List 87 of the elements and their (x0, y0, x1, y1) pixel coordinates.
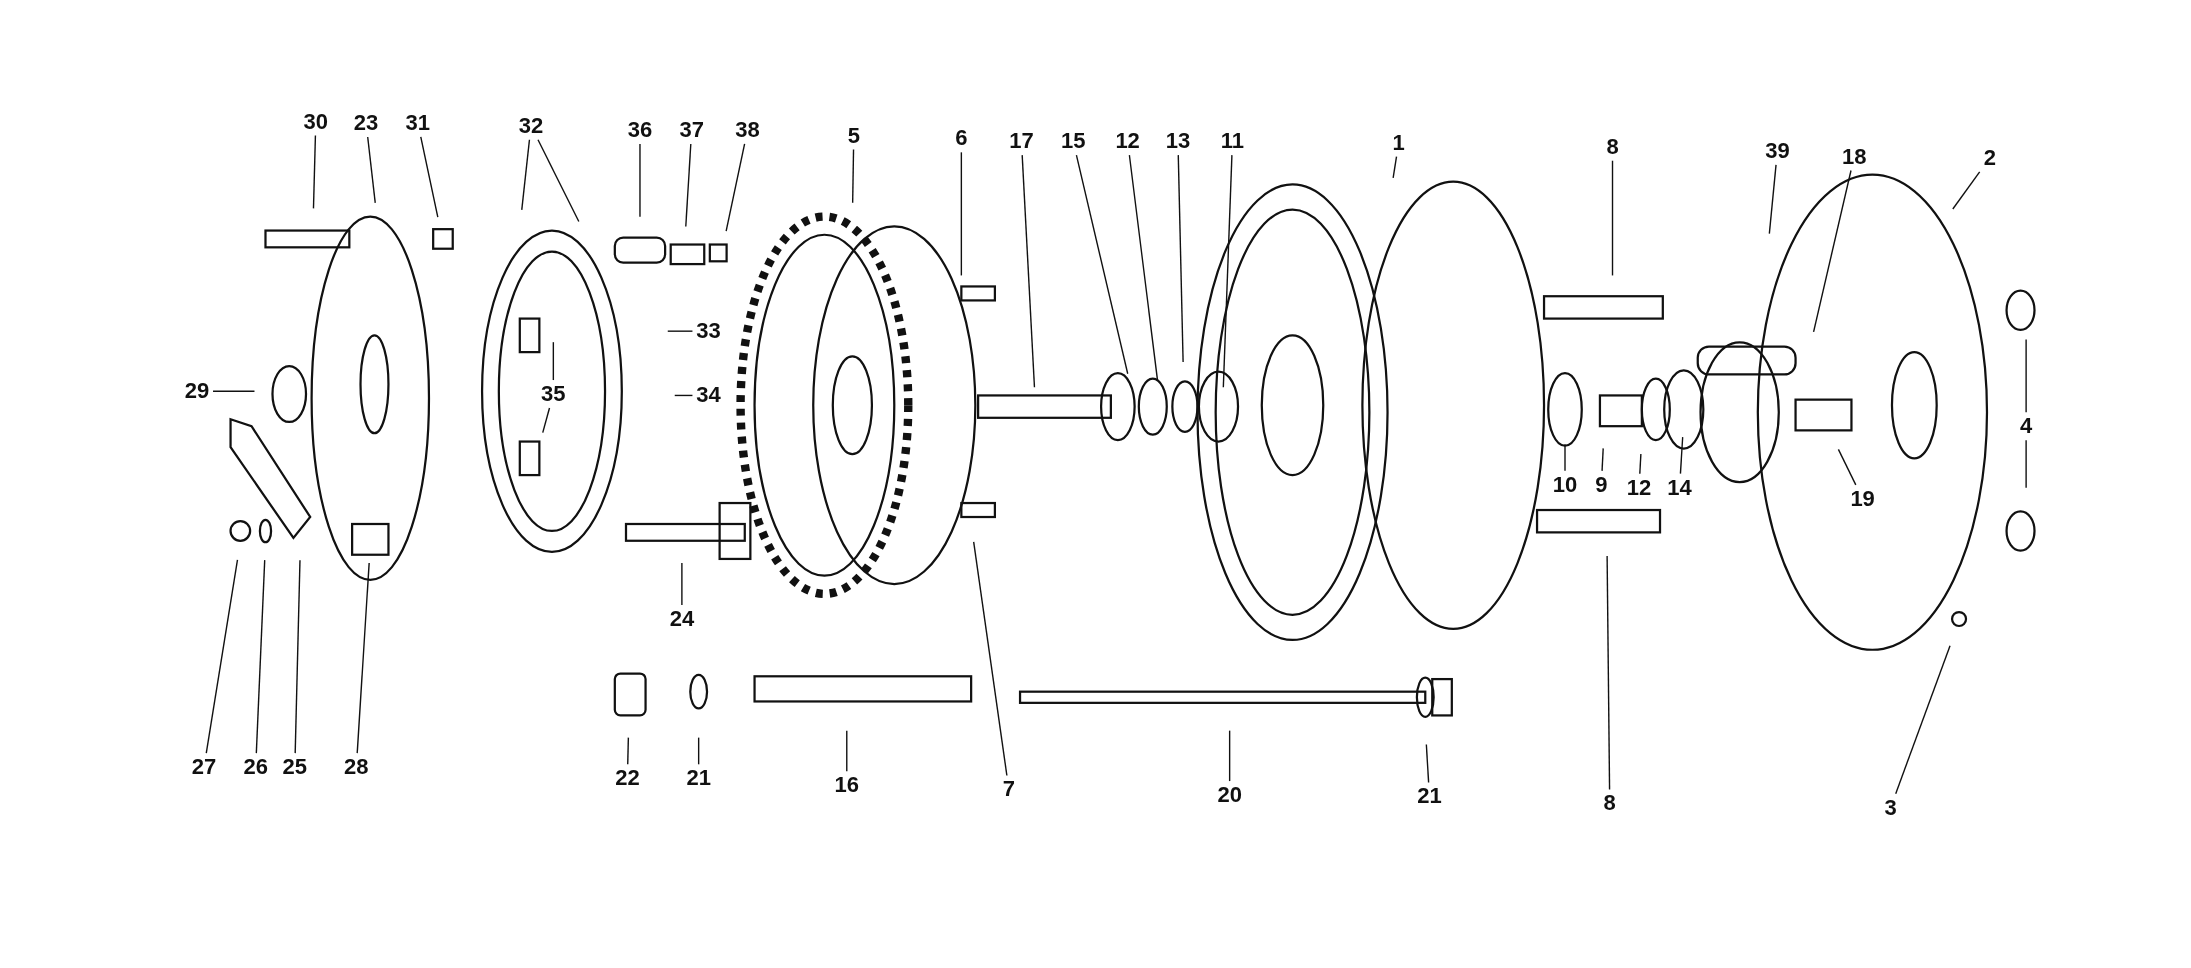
leader-line (1952, 171, 1981, 210)
leader-line (205, 559, 239, 754)
leader-line (972, 541, 1008, 777)
callout-number: 32 (518, 114, 544, 137)
callout-number: 37 (679, 118, 704, 141)
callout-number: 15 (1060, 130, 1086, 153)
leader-line (667, 330, 694, 332)
leader-line (674, 394, 694, 397)
callout-number: 8 (1606, 135, 1619, 158)
leader-line (851, 148, 855, 204)
callout-number: 5 (847, 124, 860, 147)
callout-number: 23 (353, 111, 379, 134)
callout-number: 4 (2020, 415, 2033, 438)
leader-line (681, 562, 683, 606)
leader-line (1812, 169, 1852, 333)
leader-line (2025, 439, 2027, 489)
leader-line (685, 143, 692, 228)
leader-line (212, 390, 256, 392)
callout-number: 16 (834, 774, 859, 797)
callout-number: 34 (696, 384, 721, 407)
leader-line (1128, 154, 1159, 382)
callout-number: 8 (1603, 792, 1616, 815)
callout-number: 12 (1115, 130, 1140, 153)
leader-line (1177, 154, 1184, 363)
callout-number: 9 (1595, 473, 1608, 496)
callout-number: 25 (282, 756, 308, 779)
leader-line (1021, 154, 1036, 388)
leader-line (1075, 154, 1129, 375)
leader-line (1228, 729, 1231, 782)
leader-line (542, 407, 551, 434)
callout-number: 6 (955, 127, 968, 150)
callout-number: 19 (1850, 487, 1875, 510)
leader-line (1679, 436, 1684, 475)
callout-number: 26 (243, 756, 268, 779)
callout-number: 39 (1765, 139, 1790, 162)
callout-number: 1 (1392, 131, 1405, 154)
leader-line (960, 151, 963, 277)
callout-number: 35 (541, 383, 566, 406)
leader-line (1425, 743, 1430, 784)
callout-number: 36 (627, 118, 653, 141)
callout-number: 20 (1217, 784, 1242, 807)
callout-number: 30 (303, 110, 328, 133)
leader-line (1564, 443, 1566, 472)
leader-line (356, 562, 370, 754)
leader-line (1392, 155, 1398, 179)
callout-number: 7 (1002, 778, 1015, 801)
callout-number: 38 (735, 118, 760, 141)
callout-number: 24 (669, 608, 695, 630)
leader-line (1639, 453, 1642, 475)
leader-line (1601, 447, 1604, 472)
leader-line (420, 136, 439, 218)
callout-number: 21 (686, 767, 711, 790)
callout-number: 12 (1626, 476, 1652, 499)
leader-line (1768, 164, 1777, 235)
leader-line (294, 559, 301, 754)
callout-number: 31 (405, 111, 431, 134)
leader-line (639, 143, 641, 218)
leader-line (697, 736, 700, 765)
callout-number: 33 (696, 320, 721, 343)
leader-line (725, 143, 746, 232)
leader-line (367, 136, 376, 204)
leader-line (2025, 338, 2027, 413)
leader-line (1837, 448, 1857, 486)
leader-line (255, 559, 266, 754)
callout-number: 27 (191, 756, 217, 779)
leader-line (846, 729, 848, 772)
leader-line (627, 736, 630, 765)
callout-number: 17 (1009, 130, 1034, 153)
callout-number: 28 (344, 756, 369, 779)
callout-number: 2 (1983, 146, 1996, 169)
callout-number: 14 (1667, 476, 1692, 499)
callout-number: 22 (615, 767, 640, 790)
callout-number: 11 (1220, 130, 1245, 153)
leader-line (312, 134, 317, 210)
callout-number: 3 (1884, 796, 1897, 819)
leader-line (552, 341, 555, 381)
leader-line (1222, 154, 1233, 388)
callout-number: 13 (1165, 130, 1191, 153)
leader-line (1611, 160, 1614, 277)
callout-number: 21 (1417, 785, 1442, 808)
callout-number: 18 (1842, 145, 1867, 168)
leader-line (1606, 555, 1611, 791)
leader-line (1895, 645, 1951, 795)
leader-line (537, 139, 580, 223)
leader-line (521, 139, 531, 211)
callout-number: 10 (1552, 473, 1578, 496)
callout-number: 29 (184, 380, 210, 403)
